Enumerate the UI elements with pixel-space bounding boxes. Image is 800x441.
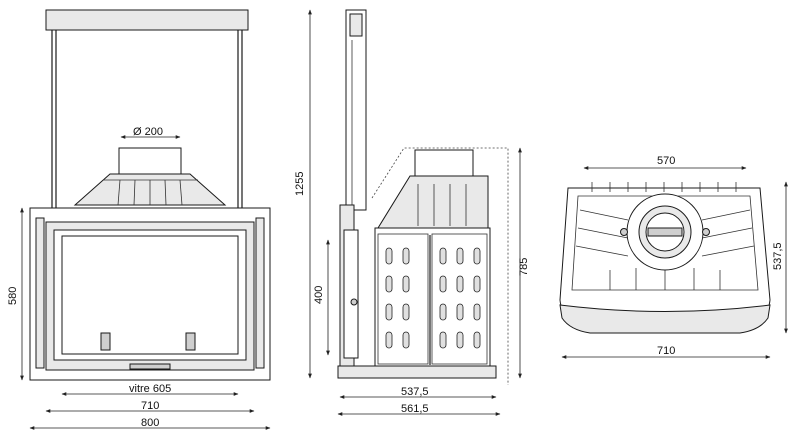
dim-glass-width: vitre 605 bbox=[129, 383, 171, 395]
dim-total-height: 1255 bbox=[294, 172, 306, 196]
log-holder-left bbox=[100, 332, 111, 351]
side-panel-left bbox=[35, 217, 45, 369]
glass bbox=[61, 235, 239, 355]
flue-collar bbox=[118, 147, 182, 175]
dim-top-depth: 537,5 bbox=[772, 242, 784, 270]
log-holder-right bbox=[185, 332, 196, 351]
ribs bbox=[575, 209, 755, 290]
damper bbox=[647, 227, 683, 237]
dim-top-width: 570 bbox=[657, 155, 675, 167]
side-view: 1255 400 785 537,5 561,5 bbox=[294, 9, 530, 416]
dim-depth-overall: 561,5 bbox=[401, 403, 429, 415]
dim-bottom-width: 710 bbox=[657, 345, 675, 357]
side-flue-collar bbox=[414, 149, 474, 177]
door-handle bbox=[129, 363, 171, 370]
dim-door-height: 400 bbox=[313, 286, 325, 304]
dim-overall-width: 800 bbox=[141, 417, 159, 429]
vent-slots bbox=[385, 247, 481, 349]
hood-rail bbox=[345, 9, 367, 211]
dim-inner-width: 710 bbox=[141, 400, 159, 412]
front-view: Ø 200 580 vitre 605 710 800 bbox=[7, 9, 271, 430]
dim-height: 580 bbox=[7, 287, 19, 305]
dim-depth-inner: 537,5 bbox=[401, 386, 429, 398]
side-body bbox=[374, 227, 491, 369]
dim-flue-diameter: Ø 200 bbox=[133, 126, 163, 138]
hood-outline bbox=[371, 147, 509, 385]
top-view: 570 710 537,5 bbox=[559, 155, 788, 359]
hood-top-band bbox=[45, 9, 249, 31]
side-base bbox=[337, 365, 497, 379]
top-notches bbox=[591, 182, 737, 192]
side-body-top bbox=[377, 175, 489, 229]
front-lip bbox=[559, 304, 771, 334]
side-panel-right bbox=[255, 217, 265, 369]
dim-body-height: 785 bbox=[518, 258, 530, 276]
